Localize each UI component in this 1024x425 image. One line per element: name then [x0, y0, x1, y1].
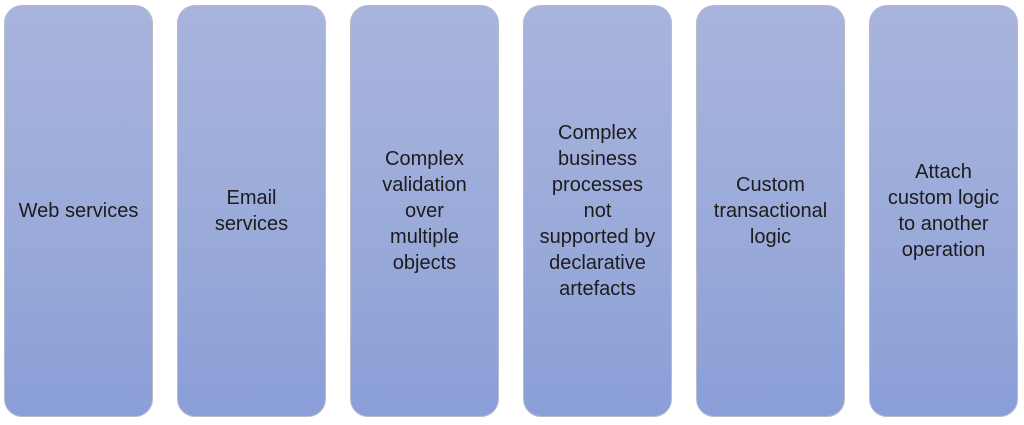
card-label: Complex business processes not supported…: [539, 122, 656, 300]
card-label: Complex validation over multiple objects: [382, 148, 467, 274]
shape-complex-validation: Complex validation over multiple objects: [350, 5, 499, 417]
shape-complex-business-processes: Complex business processes not supported…: [523, 5, 672, 417]
card-label: Attach custom logic to another operation: [887, 161, 1000, 261]
shape-custom-transactional-logic: Custom transactional logic: [696, 5, 845, 417]
shape-attach-custom-logic: Attach custom logic to another operation: [869, 5, 1018, 417]
card-label: Web services: [18, 200, 139, 222]
card-label: Custom transactional logic: [713, 174, 828, 248]
shape-email-services: Email services: [177, 5, 326, 417]
shape-web-services: Web services: [4, 5, 153, 417]
card-label: Email services: [214, 187, 289, 235]
